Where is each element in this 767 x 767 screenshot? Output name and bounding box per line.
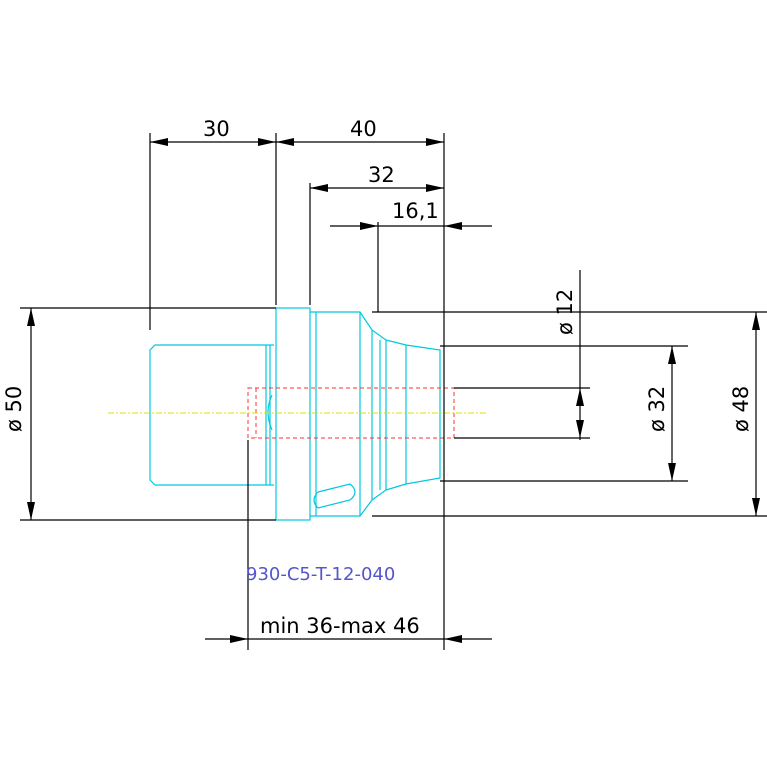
dim-16-1-label: 16,1	[392, 199, 439, 223]
dim-dia-50-label: ø 50	[2, 386, 26, 432]
arrowheads	[27, 138, 760, 643]
tool-holder-outline	[149, 307, 441, 521]
dim-40-label: 40	[350, 117, 377, 141]
dim-dia-48-label: ø 48	[729, 386, 753, 432]
dim-min-max-label: min 36-max 46	[260, 614, 420, 638]
dim-dia-32-label: ø 32	[645, 386, 669, 432]
dim-32-length-label: 32	[368, 163, 395, 187]
dim-30-label: 30	[203, 117, 230, 141]
dimension-lines	[20, 133, 767, 650]
part-number-label: 930-C5-T-12-040	[246, 564, 395, 585]
dim-dia-12-label: ø 12	[553, 289, 577, 335]
